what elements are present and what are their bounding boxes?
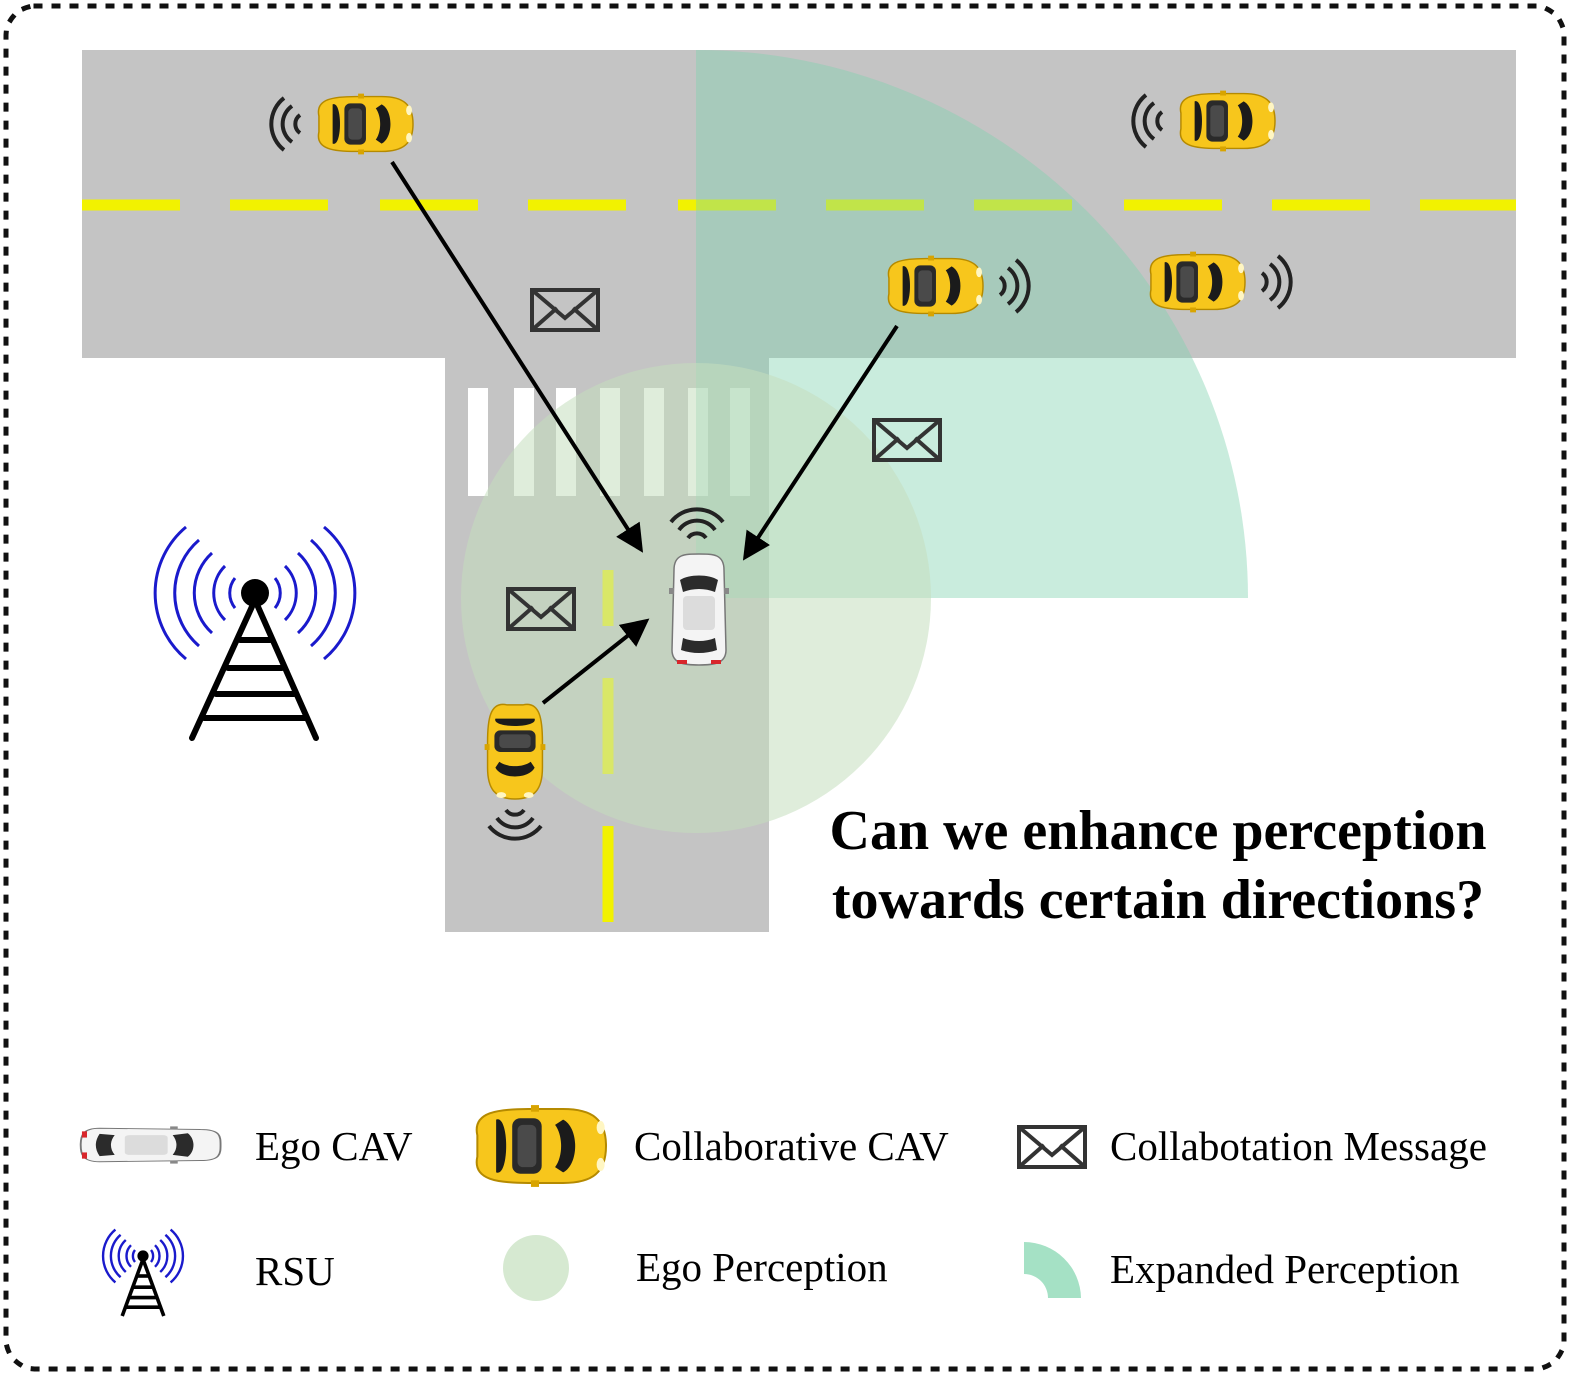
legend-expanded-perception: Expanded Perception bbox=[1024, 1242, 1460, 1298]
envelope-icon bbox=[1017, 1125, 1087, 1169]
legend-label-rsu: RSU bbox=[255, 1248, 335, 1294]
arrow-middle-car bbox=[742, 324, 899, 561]
legend-collaborative-cav: Collaborative CAV bbox=[475, 1104, 949, 1188]
yellow-car-icon bbox=[475, 1104, 608, 1188]
legend-ego-cav: Ego CAV bbox=[79, 1123, 413, 1169]
white-car-icon bbox=[79, 1125, 222, 1165]
antenna-tower-icon bbox=[101, 1228, 185, 1317]
yellow-car-icon bbox=[1149, 250, 1246, 314]
legend: Ego CAV Collaborative CAV Collabotation … bbox=[79, 1104, 1487, 1317]
expanded-perception-swatch bbox=[1024, 1242, 1081, 1298]
legend-message: Collabotation Message bbox=[1017, 1123, 1487, 1169]
legend-label-ego-cav: Ego CAV bbox=[255, 1123, 413, 1169]
question-line-2: towards certain directions? bbox=[832, 869, 1484, 931]
yellow-car-icon bbox=[1179, 89, 1276, 153]
legend-label-collaborative-cav: Collaborative CAV bbox=[634, 1123, 949, 1169]
legend-label-message: Collabotation Message bbox=[1110, 1123, 1487, 1169]
question-line-1: Can we enhance perception bbox=[830, 800, 1487, 862]
arrow-top-left-car bbox=[390, 160, 644, 553]
message-arrows bbox=[390, 160, 899, 705]
rsu-tower bbox=[153, 525, 357, 741]
arrow-bottom-car bbox=[541, 618, 650, 705]
legend-label-ego-perception: Ego Perception bbox=[636, 1244, 888, 1290]
antenna-waves bbox=[153, 525, 357, 661]
yellow-car-icon bbox=[887, 254, 984, 318]
yellow-car-icon bbox=[317, 92, 414, 156]
yellow-car-icon bbox=[483, 703, 547, 800]
ego-perception-swatch bbox=[503, 1235, 569, 1301]
white-car-icon bbox=[668, 553, 730, 666]
dotted-frame bbox=[3, 3, 1567, 1372]
legend-ego-perception: Ego Perception bbox=[503, 1235, 888, 1301]
legend-label-expanded-perception: Expanded Perception bbox=[1110, 1246, 1460, 1292]
legend-rsu: RSU bbox=[101, 1228, 335, 1317]
